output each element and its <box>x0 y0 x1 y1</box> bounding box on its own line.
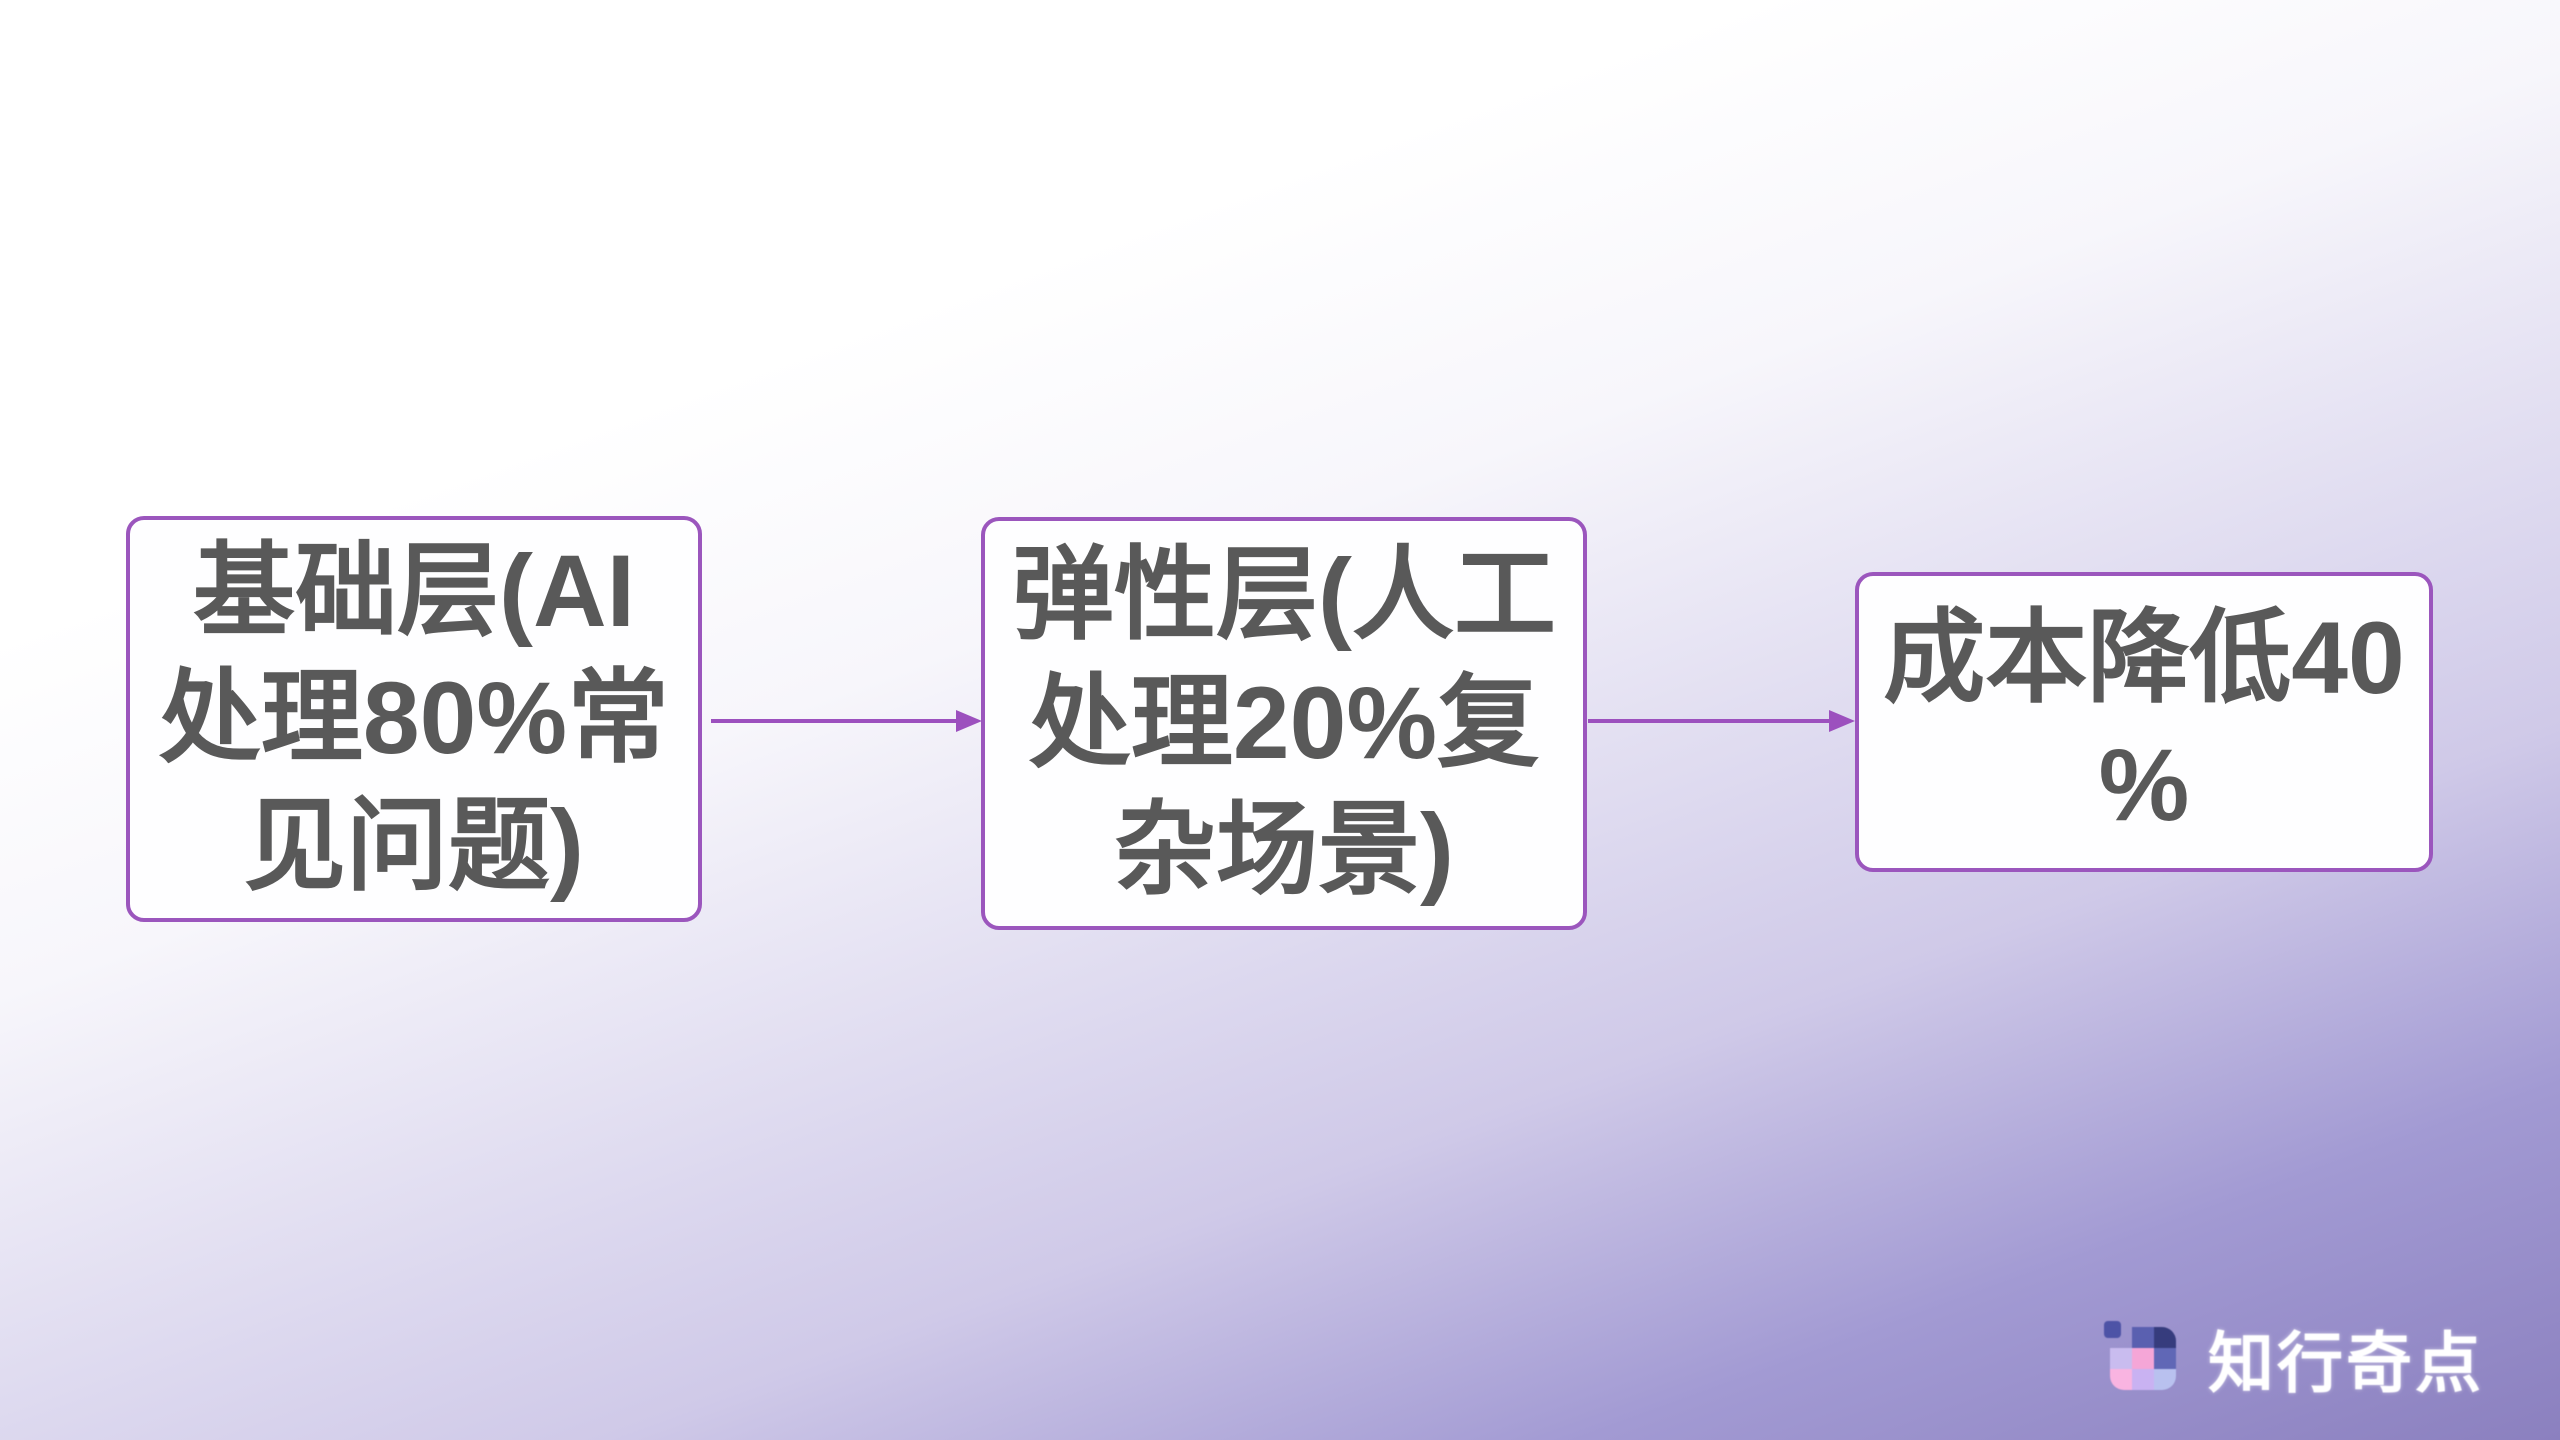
flow-node-base-layer: 基础层(AI 处理80%常 见问题) <box>126 516 702 922</box>
brand-logo: 知行奇点 <box>2100 1318 2520 1400</box>
brand-logo-pixel-2 <box>2154 1327 2176 1348</box>
connector-arrow-2 <box>1588 710 1855 732</box>
brand-logo-icon <box>2100 1319 2182 1397</box>
brand-logo-pixel-3 <box>2110 1348 2132 1369</box>
brand-logo-pixel-6 <box>2110 1369 2132 1390</box>
brand-logo-pixel-1 <box>2132 1327 2154 1348</box>
flow-node-result-label: 成本降低40 % <box>1883 600 2405 843</box>
flow-node-elastic-layer-label: 弹性层(人工 处理20%复 杂场景) <box>1012 538 1556 908</box>
brand-logo-pixel-7 <box>2132 1369 2154 1390</box>
brand-logo-text: 知行奇点 <box>2208 1326 2484 1400</box>
brand-logo-pixel-4 <box>2132 1348 2154 1369</box>
flow-node-elastic-layer: 弹性层(人工 处理20%复 杂场景) <box>981 517 1587 930</box>
connector-arrow-1 <box>711 710 982 732</box>
brand-logo-pixel-8 <box>2154 1369 2176 1390</box>
brand-logo-pixel-5 <box>2154 1348 2176 1369</box>
brand-logo-pixel-0 <box>2104 1321 2121 1338</box>
flow-node-base-layer-label: 基础层(AI 处理80%常 见问题) <box>158 533 670 903</box>
flow-node-result: 成本降低40 % <box>1855 572 2433 872</box>
